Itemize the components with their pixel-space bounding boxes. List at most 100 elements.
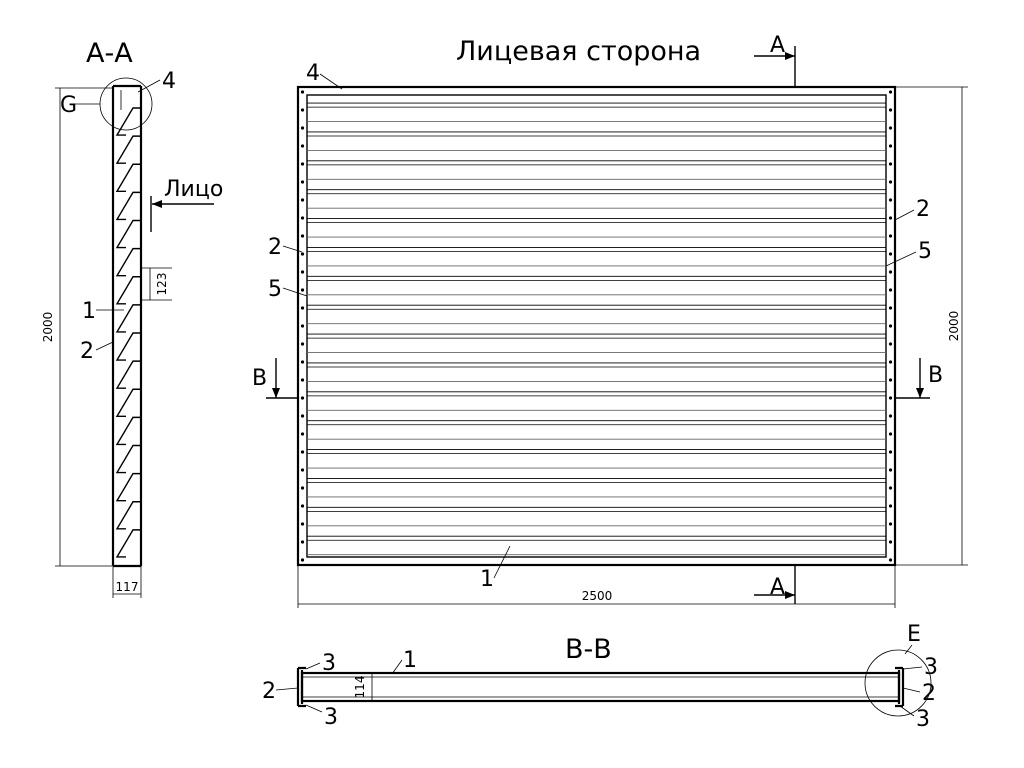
- aa-slat-profile: [115, 416, 141, 446]
- bb-callout-3-rb: 3: [916, 707, 930, 732]
- cut-b-right-arrowhead: [916, 388, 924, 398]
- rivet: [888, 486, 893, 490]
- bb-leader-2-l: [275, 687, 299, 691]
- rivet: [888, 522, 893, 526]
- bb-leader-2-r: [902, 687, 921, 693]
- rivet: [888, 162, 893, 166]
- rivet: [300, 270, 305, 274]
- aa-callout-2: 2: [80, 339, 94, 364]
- aa-dim-depth: 117: [116, 580, 139, 594]
- front-frame-outer: [296, 85, 897, 567]
- rivet: [888, 432, 893, 436]
- fv-leader-2-right: [894, 209, 915, 221]
- aa-slat-profile: [115, 529, 141, 558]
- aa-callout-4: 4: [162, 69, 176, 94]
- rivet: [888, 288, 893, 292]
- cut-b-left-label: В: [252, 366, 267, 391]
- rivet: [300, 126, 305, 130]
- rivet: [300, 324, 305, 328]
- fv-callout-1: 1: [480, 567, 494, 592]
- rivet: [300, 252, 305, 256]
- section-bb: В-В 114 Е 1 3 2 3 3 2 3: [262, 622, 938, 732]
- aa-leader-4: [137, 79, 161, 93]
- fv-callout-2-right: 2: [916, 197, 930, 222]
- bb-detail-label: Е: [907, 622, 921, 647]
- rivet: [300, 540, 305, 544]
- front-frame-inner: [306, 94, 887, 558]
- rivet: [300, 180, 305, 184]
- aa-dim-pitch: 123: [155, 273, 169, 296]
- bb-callout-2-l: 2: [262, 679, 276, 704]
- rivet: [300, 198, 305, 202]
- section-aa: А-А 2000 G 4 Лицо 123 1 2: [41, 38, 223, 598]
- rivet: [888, 198, 893, 202]
- rivet: [300, 522, 305, 526]
- rivet: [300, 414, 305, 418]
- fv-callout-5-right: 5: [918, 239, 932, 264]
- fv-leader-1: [493, 545, 511, 579]
- rivet: [888, 450, 893, 454]
- bb-callout-2-r: 2: [922, 681, 936, 706]
- rivet: [888, 252, 893, 256]
- fv-leader-5-left: [282, 287, 308, 297]
- rivet: [888, 306, 893, 310]
- cut-a-bottom-arrowhead: [785, 591, 795, 599]
- aa-slat-profile: [115, 472, 141, 502]
- rivet: [300, 108, 305, 112]
- aa-slats: [115, 107, 141, 558]
- front-rivets: [300, 90, 893, 562]
- front-view-title: Лицевая сторона: [456, 36, 701, 67]
- rivet: [888, 180, 893, 184]
- rivet: [300, 162, 305, 166]
- cut-a-bottom-label: А: [770, 575, 785, 600]
- rivet: [888, 108, 893, 112]
- aa-detail-label: G: [60, 93, 77, 118]
- rivet: [888, 360, 893, 364]
- aa-dim-height: 2000: [41, 312, 55, 343]
- aa-slat-profile: [115, 247, 141, 277]
- front-slats: [307, 102, 886, 556]
- rivet: [888, 558, 893, 562]
- rivet: [300, 360, 305, 364]
- aa-callout-1: 1: [82, 299, 96, 324]
- aa-slat-profile: [115, 388, 141, 418]
- fv-dim-width: 2500: [582, 589, 613, 603]
- fv-leader-4: [319, 73, 343, 90]
- bb-callout-3-lt: 3: [322, 651, 336, 676]
- bb-leader-3-rb: [899, 705, 915, 717]
- rivet: [888, 342, 893, 346]
- rivet: [300, 90, 305, 94]
- aa-slat-profile: [115, 163, 141, 193]
- bb-detail-leader: [904, 644, 913, 655]
- cut-b-left-arrowhead: [272, 388, 280, 398]
- bb-leader-3-rt: [902, 666, 923, 670]
- section-aa-title: А-А: [86, 38, 133, 69]
- bb-callout-3-lb: 3: [324, 705, 338, 730]
- bb-right-profile: [895, 666, 905, 708]
- fv-leader-5-right: [885, 251, 917, 267]
- bb-leader-3-lt: [305, 662, 321, 670]
- rivet: [300, 468, 305, 472]
- aa-slat-profile: [115, 304, 141, 333]
- rivet: [300, 144, 305, 148]
- bb-dim-thickness: 114: [353, 676, 367, 699]
- cut-a-top-arrowhead: [785, 52, 795, 60]
- aa-slat-profile: [115, 360, 141, 389]
- rivet: [888, 216, 893, 220]
- aa-slat-profile: [115, 219, 141, 249]
- rivet: [888, 396, 893, 400]
- aa-slat-profile: [115, 135, 141, 164]
- aa-slat-profile: [115, 332, 141, 361]
- aa-slat-profile: [115, 444, 141, 474]
- fv-callout-4: 4: [306, 61, 320, 86]
- rivet: [888, 378, 893, 382]
- cut-a-top-label: А: [770, 33, 785, 58]
- bb-callout-3-rt: 3: [924, 655, 938, 680]
- aa-face-label: Лицо: [164, 177, 223, 202]
- rivet: [888, 540, 893, 544]
- rivet: [300, 378, 305, 382]
- aa-slat-profile: [115, 276, 141, 305]
- fv-leader-2-left: [282, 245, 303, 253]
- aa-slat-profile: [115, 501, 141, 530]
- rivet: [888, 468, 893, 472]
